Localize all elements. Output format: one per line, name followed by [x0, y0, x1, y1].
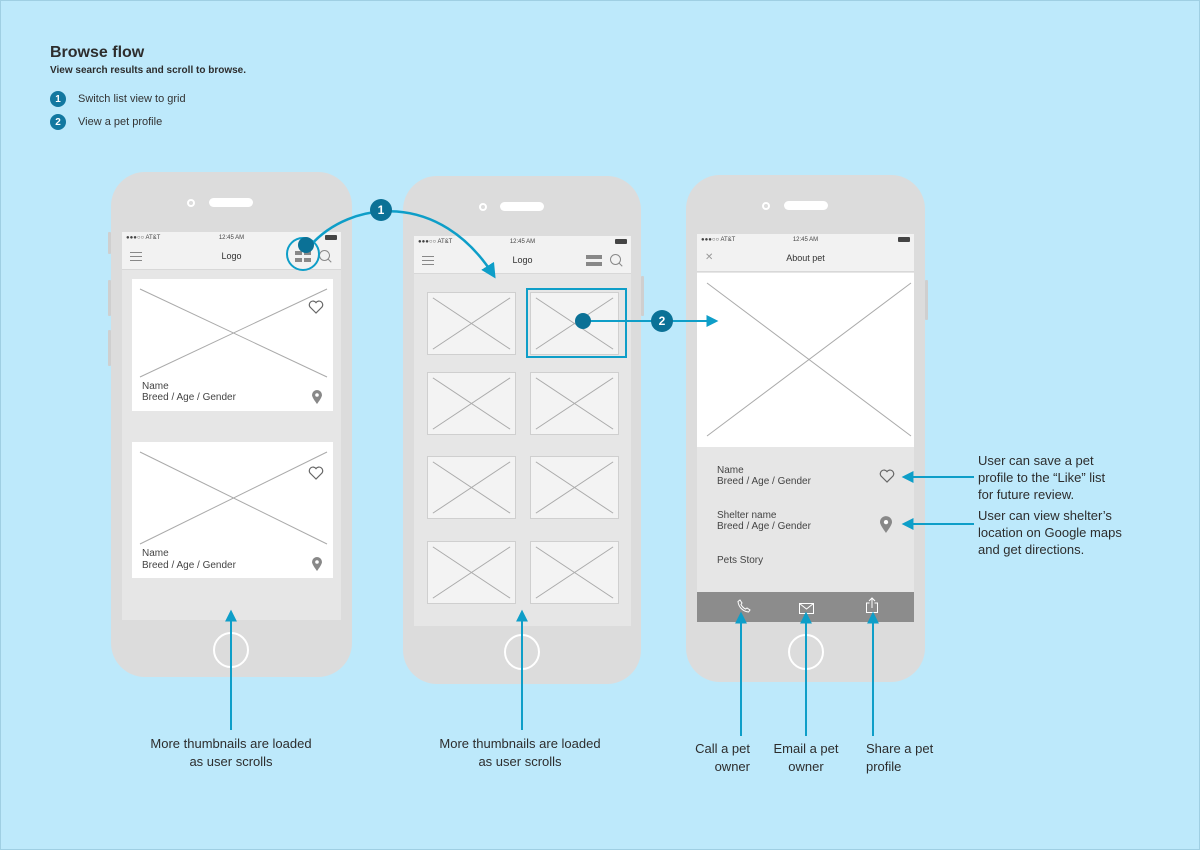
- status-time: 12:45 AM: [218, 235, 245, 241]
- speaker-icon: [500, 202, 544, 211]
- legend-number: 2: [50, 114, 66, 130]
- status-bar: ●●●○○ AT&T 12:45 AM: [414, 236, 631, 248]
- tap-point-2: [575, 313, 591, 329]
- grid-thumbnail[interactable]: [427, 541, 516, 604]
- battery-icon: [615, 239, 627, 244]
- nav-bar: ✕ About pet: [697, 246, 914, 272]
- tap-point-1: [298, 237, 314, 253]
- grid-thumbnail[interactable]: [530, 541, 619, 604]
- shelter-name: Shelter name: [717, 510, 777, 521]
- status-time: 12:45 AM: [792, 237, 819, 243]
- page-title: Browse flow: [50, 44, 145, 61]
- share-icon[interactable]: [866, 597, 878, 618]
- grid-thumbnail[interactable]: [427, 372, 516, 435]
- phone-side-button: [108, 232, 111, 254]
- pet-name: Name: [142, 548, 169, 559]
- location-pin-icon[interactable]: [880, 516, 892, 533]
- pets-story: Pets Story: [717, 555, 764, 566]
- phone-grid-view: ●●●○○ AT&T 12:45 AM Logo: [403, 176, 644, 684]
- pet-card[interactable]: Name Breed / Age / Gender: [132, 442, 333, 578]
- legend-text: View a pet profile: [78, 116, 163, 128]
- nav-title: About pet: [786, 253, 825, 263]
- camera-icon: [762, 202, 770, 210]
- phone-side-button: [108, 280, 111, 316]
- phone-screen: ●●●○○ AT&T 12:45 AM Logo Name Breed / Ag…: [122, 232, 341, 620]
- pet-breed-age-gender: Breed / Age / Gender: [142, 560, 236, 571]
- pet-breed-age-gender: Breed / Age / Gender: [142, 392, 236, 403]
- heart-icon[interactable]: [879, 469, 895, 483]
- camera-icon: [479, 203, 487, 211]
- list-view-icon[interactable]: [586, 255, 602, 267]
- email-icon[interactable]: [799, 601, 814, 619]
- phone-screen: ●●●○○ AT&T 12:45 AM Logo: [414, 236, 631, 626]
- grid-thumbnail[interactable]: [530, 372, 619, 435]
- grid-thumbnail[interactable]: [427, 292, 516, 355]
- search-icon[interactable]: [610, 254, 621, 265]
- phone-list-view: ●●●○○ AT&T 12:45 AM Logo Name Breed / Ag…: [108, 172, 352, 677]
- heart-icon[interactable]: [308, 466, 324, 480]
- search-icon[interactable]: [319, 250, 330, 261]
- location-pin-icon[interactable]: [312, 390, 322, 404]
- image-placeholder: [132, 279, 333, 379]
- location-pin-icon[interactable]: [312, 557, 322, 571]
- grid-view-icon[interactable]: [295, 251, 311, 263]
- action-bar: [697, 592, 914, 622]
- status-time: 12:45 AM: [509, 239, 536, 245]
- carrier-label: ●●●○○ AT&T: [126, 235, 161, 241]
- heart-icon[interactable]: [308, 300, 324, 314]
- pet-name: Name: [717, 465, 744, 476]
- pet-name: Name: [142, 381, 169, 392]
- phone-side-button: [108, 330, 111, 366]
- page-subtitle: View search results and scroll to browse…: [50, 65, 247, 76]
- phone-side-button: [925, 280, 928, 320]
- battery-icon: [325, 235, 337, 240]
- nav-bar: Logo: [414, 248, 631, 274]
- grid-thumbnail[interactable]: [427, 456, 516, 519]
- speaker-icon: [784, 201, 828, 210]
- step-marker-1: 1: [370, 199, 392, 221]
- phone-side-button: [641, 276, 644, 316]
- legend-text: Switch list view to grid: [78, 93, 186, 105]
- speaker-icon: [209, 198, 253, 207]
- battery-icon: [898, 237, 910, 242]
- legend-item-1: 1 Switch list view to grid: [50, 90, 186, 108]
- shelter-breed-age-gender: Breed / Age / Gender: [717, 521, 811, 532]
- home-button[interactable]: [788, 634, 824, 670]
- status-bar: ●●●○○ AT&T 12:45 AM: [697, 234, 914, 246]
- hamburger-menu-icon[interactable]: [130, 252, 142, 261]
- carrier-label: ●●●○○ AT&T: [701, 237, 736, 243]
- phone-call-icon[interactable]: [737, 599, 751, 618]
- image-placeholder: [697, 273, 914, 447]
- image-placeholder: [132, 442, 333, 546]
- pet-card[interactable]: Name Breed / Age / Gender: [132, 279, 333, 411]
- camera-icon: [187, 199, 195, 207]
- step-marker-2: 2: [651, 310, 673, 332]
- close-icon[interactable]: ✕: [705, 252, 714, 263]
- grid-thumbnail[interactable]: [530, 456, 619, 519]
- legend-number: 1: [50, 91, 66, 107]
- legend-item-2: 2 View a pet profile: [50, 113, 162, 131]
- nav-logo: Logo: [512, 255, 533, 265]
- phone-pet-profile: ●●●○○ AT&T 12:45 AM ✕ About pet Name Bre…: [686, 175, 928, 682]
- pet-breed-age-gender: Breed / Age / Gender: [717, 476, 811, 487]
- home-button[interactable]: [504, 634, 540, 670]
- nav-logo: Logo: [221, 251, 242, 261]
- phone-screen: ●●●○○ AT&T 12:45 AM ✕ About pet Name Bre…: [697, 234, 914, 622]
- home-button[interactable]: [213, 632, 249, 668]
